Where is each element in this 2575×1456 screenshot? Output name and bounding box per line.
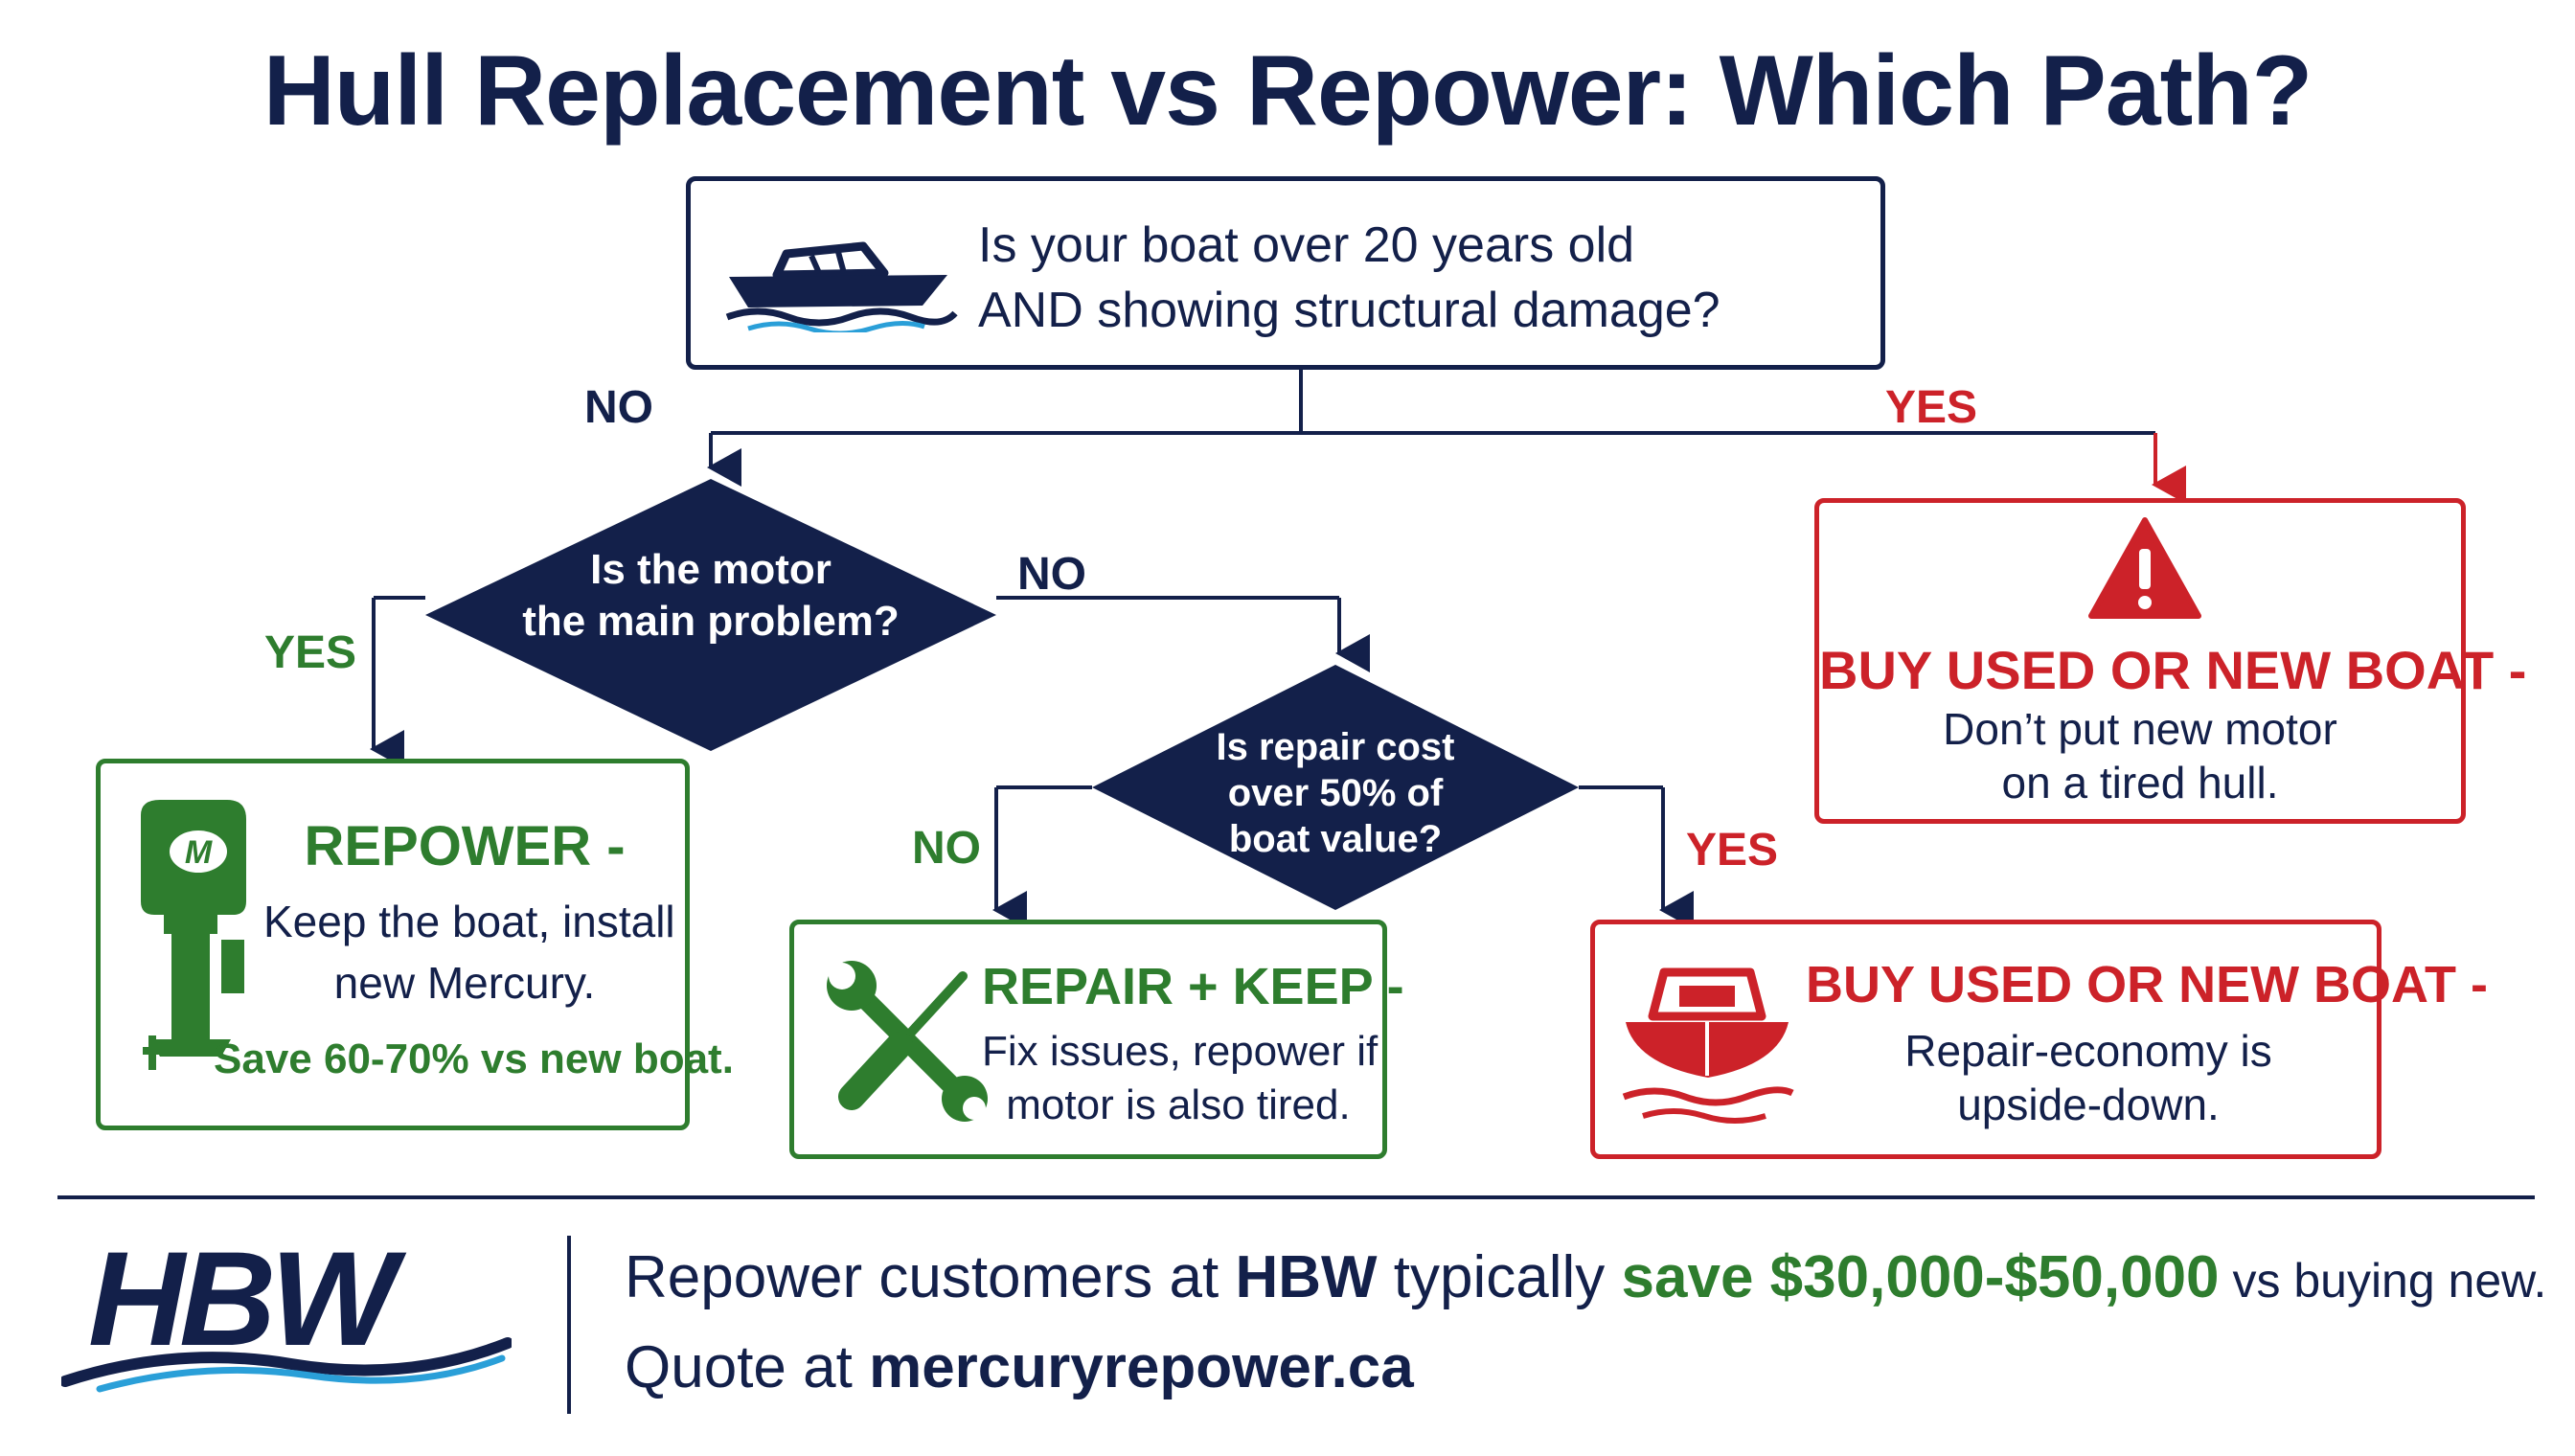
- footer-rule: [57, 1195, 2535, 1199]
- footer-line-1-start: Repower customers at: [625, 1244, 1236, 1310]
- footer-line-1-end: vs buying new.: [2219, 1254, 2547, 1308]
- footer-brand: HBW: [1235, 1244, 1378, 1310]
- footer-line-1: Repower customers at HBW typically save …: [625, 1243, 2546, 1311]
- buy-upside-down-line-2: upside-down.: [1957, 1080, 2220, 1129]
- outcome-buy-upside-down-box: BUY USED OR NEW BOAT - Repair-economy is…: [1590, 920, 2489, 1159]
- buy-tired-hull-line-1: Don’t put new motor: [1943, 704, 2337, 754]
- footer-line-2: Quote at mercuryrepower.ca: [625, 1333, 1414, 1401]
- buy-upside-down-heading: BUY USED OR NEW BOAT -: [1806, 956, 2489, 1013]
- branch-label-top-yes: YES: [1885, 382, 1978, 433]
- repower-heading: REPOWER -: [304, 815, 626, 877]
- cost-question-text: Is repair cost over 50% of boat value?: [1169, 724, 1502, 862]
- footer-url-link[interactable]: mercuryrepower.ca: [869, 1334, 1414, 1400]
- footer-savings: save $30,000-$50,000: [1621, 1244, 2220, 1310]
- hbw-logo-text: HBW: [88, 1223, 397, 1374]
- footer-line-1-mid: typically: [1377, 1244, 1622, 1310]
- page-title: Hull Replacement vs Repower: Which Path?: [262, 35, 2313, 147]
- cost-question-line-3: boat value?: [1228, 818, 1443, 860]
- wave-icon: [61, 1337, 512, 1393]
- buy-tired-hull-heading: BUY USED OR NEW BOAT -: [1819, 640, 2527, 700]
- outcome-buy-tired-hull-box: BUY USED OR NEW BOAT - Don’t put new mot…: [1814, 498, 2527, 824]
- outboard-motor-icon: M: [141, 800, 246, 1070]
- branch-label-motor-no: NO: [1017, 549, 1086, 600]
- start-question-line-2: AND showing structural damage?: [978, 283, 1720, 338]
- buy-tired-hull-line-2: on a tired hull.: [2001, 758, 2279, 808]
- warning-icon: [2088, 517, 2201, 619]
- branch-label-cost-yes: YES: [1686, 825, 1779, 876]
- motor-question-diamond: [425, 479, 996, 751]
- cost-question-diamond: [1092, 665, 1579, 910]
- branch-label-motor-yes: YES: [264, 627, 357, 678]
- repair-line-2: motor is also tired.: [1006, 1081, 1351, 1128]
- start-question-box: Is your boat over 20 years old AND showi…: [686, 176, 1885, 370]
- buy-upside-down-line-1: Repair-economy is: [1904, 1026, 2272, 1076]
- repower-line-1: Keep the boat, install: [263, 897, 675, 946]
- motor-question-line-2: the main problem?: [522, 598, 900, 645]
- repower-line-2: new Mercury.: [333, 958, 596, 1008]
- branch-label-top-no: NO: [584, 382, 653, 433]
- motor-question-text: Is the motor the main problem?: [521, 544, 900, 648]
- repair-line-1: Fix issues, repower if: [982, 1028, 1379, 1075]
- wrench-screwdriver-icon: [827, 961, 988, 1122]
- hbw-logo: HBW: [61, 1232, 512, 1393]
- repair-heading: REPAIR + KEEP -: [982, 958, 1404, 1015]
- branch-label-cost-no: NO: [912, 823, 981, 874]
- repower-savings: Save 60-70% vs new boat.: [214, 1035, 734, 1082]
- cost-question-line-1: Is repair cost: [1216, 726, 1455, 768]
- boat-front-icon: [1622, 967, 1794, 1124]
- motor-question-line-1: Is the motor: [590, 546, 832, 593]
- outcome-repair-box: REPAIR + KEEP - Fix issues, repower if m…: [789, 920, 1404, 1159]
- footer-quote-text: Quote at: [625, 1334, 870, 1400]
- svg-text:M: M: [185, 834, 213, 871]
- cost-question-line-2: over 50% of: [1227, 772, 1444, 814]
- speedboat-icon: [725, 241, 958, 332]
- outcome-repower-box: M REPOWER - Keep the boat, install new M…: [96, 759, 734, 1130]
- start-question-line-1: Is your boat over 20 years old: [978, 217, 1635, 273]
- footer-divider: [567, 1236, 571, 1414]
